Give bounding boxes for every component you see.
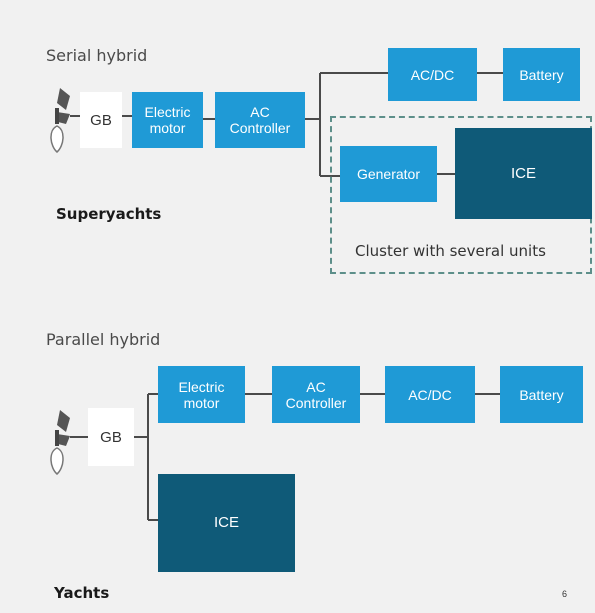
serial-caption: Superyachts — [56, 205, 162, 223]
serial-gb-box: GB — [80, 92, 122, 148]
parallel-battery-box: Battery — [500, 366, 583, 423]
serial-hybrid-title: Serial hybrid — [46, 46, 148, 65]
parallel-caption: Yachts — [54, 584, 110, 602]
serial-propeller-icon — [50, 88, 70, 153]
serial-acdc-box: AC/DC — [388, 48, 477, 101]
serial-generator-box: Generator — [340, 146, 437, 202]
parallel-ac-controller-box: AC Controller — [272, 366, 360, 423]
parallel-electric-motor-box: Electric motor — [158, 366, 245, 423]
cluster-label: Cluster with several units — [355, 242, 546, 260]
serial-electric-motor-box: Electric motor — [132, 92, 203, 148]
parallel-hybrid-title: Parallel hybrid — [46, 330, 161, 349]
serial-battery-box: Battery — [503, 48, 580, 101]
page-number: 6 — [562, 589, 568, 599]
parallel-acdc-box: AC/DC — [385, 366, 475, 423]
parallel-gb-box: GB — [88, 408, 134, 466]
serial-ice-box: ICE — [455, 128, 592, 219]
parallel-propeller-icon — [50, 410, 70, 475]
parallel-ice-box: ICE — [158, 474, 295, 572]
serial-ac-controller-box: AC Controller — [215, 92, 305, 148]
